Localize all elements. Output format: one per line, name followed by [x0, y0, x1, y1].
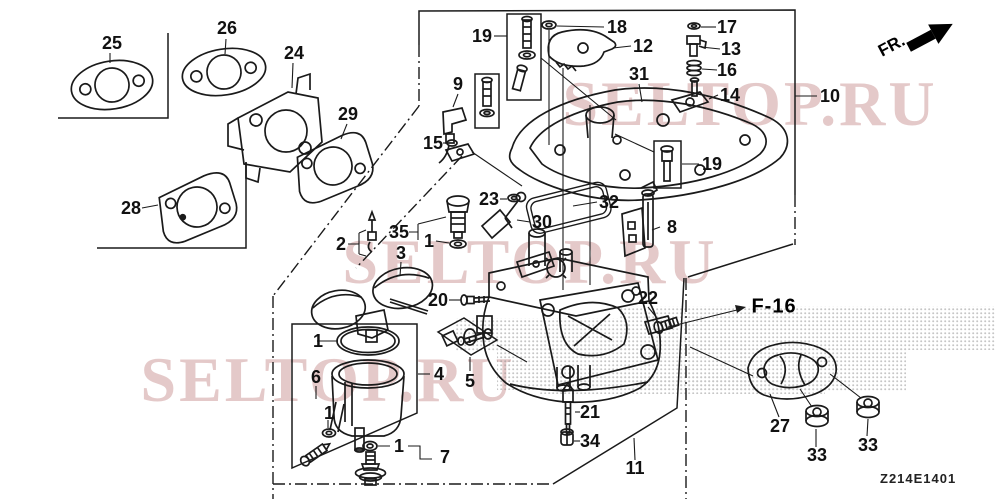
part-bolt-washer-9box — [479, 76, 495, 118]
callout-24: 24 — [283, 43, 305, 63]
part-nut-33a — [805, 404, 829, 428]
part-top-cover-31 — [508, 87, 789, 202]
part-bolt-set-19-left — [511, 15, 536, 92]
assembly-box-10 — [272, 9, 796, 499]
part-spring-16 — [686, 59, 702, 77]
part-float-3 — [310, 266, 434, 343]
part-float-bowl-4 — [329, 359, 405, 453]
watermark-text: SELTOP.RU — [140, 344, 516, 415]
part-stop-screw-14 — [670, 77, 710, 114]
callout-34: 34 — [579, 431, 601, 451]
part-gasket-26 — [181, 47, 267, 97]
callout-11: 11 — [625, 458, 645, 478]
callout-1: 1 — [312, 331, 324, 351]
callout-9: 9 — [452, 74, 464, 94]
halftone-texture — [455, 306, 995, 394]
callout-32: 32 — [598, 192, 620, 212]
callout-7: 7 — [439, 447, 451, 467]
callout-17: 17 — [716, 17, 738, 37]
part-joint-plate-15 — [444, 139, 476, 163]
callout-1: 1 — [323, 403, 335, 423]
part-vent-tube-8 — [621, 180, 659, 258]
callout-28: 28 — [120, 198, 142, 218]
callout-22: 22 — [637, 288, 659, 308]
callout-25: 25 — [101, 33, 123, 53]
part-cover-gasket-32 — [525, 181, 612, 234]
part-group-boxes — [58, 13, 682, 470]
part-nut-33b — [856, 395, 880, 419]
callout-2: 2 — [335, 234, 347, 254]
part-gasket-29 — [296, 131, 374, 204]
callout-19: 19 — [701, 154, 723, 174]
part-nozzle-34 — [560, 428, 574, 446]
part-nut-17 — [687, 22, 701, 30]
callout-10: 10 — [819, 86, 841, 106]
part-drain-bolt-7 — [354, 451, 387, 486]
callout-20: 20 — [427, 290, 449, 310]
callout-23: 23 — [478, 189, 500, 209]
f16-reference-label: F-16 — [751, 295, 797, 318]
callout-19: 19 — [471, 26, 493, 46]
part-gasket-28 — [158, 172, 238, 244]
part-pin-arm-30 — [480, 191, 527, 240]
part-main-jet-21 — [561, 381, 575, 434]
part-holder-13 — [686, 35, 707, 57]
part-nut-18 — [541, 20, 557, 30]
part-bowl-gasket-1 — [336, 326, 400, 356]
leader-lines — [109, 25, 869, 461]
callout-31: 31 — [628, 64, 650, 84]
part-insulator-27 — [747, 341, 838, 400]
callout-27: 27 — [769, 416, 791, 436]
callout-26: 26 — [216, 18, 238, 38]
part-drain-screw-6 — [299, 442, 332, 467]
part-valve-seat-35 — [446, 195, 470, 249]
part-fuel-joint-9 — [438, 107, 468, 164]
callout-14: 14 — [719, 85, 741, 105]
part-bolt-19-right — [660, 145, 674, 182]
diagram-code: Z214E1401 — [880, 471, 957, 486]
callout-30: 30 — [531, 212, 553, 232]
callout-29: 29 — [337, 104, 359, 124]
part-washer-1c — [321, 428, 337, 438]
watermark-text: SELTOP.RU — [562, 68, 938, 139]
part-pilot-screw-22 — [653, 316, 680, 335]
part-screw-set-5 — [441, 328, 493, 348]
callout-33: 33 — [806, 445, 828, 465]
callout-1: 1 — [393, 436, 405, 456]
part-bracket-24 — [227, 72, 323, 184]
callout-35: 35 — [388, 222, 410, 242]
part-float-needle-2 — [367, 209, 377, 253]
fr-arrow-icon — [906, 23, 953, 52]
callout-5: 5 — [464, 371, 476, 391]
callout-13: 13 — [720, 39, 742, 59]
callout-21: 21 — [579, 402, 601, 422]
part-washer-1d — [362, 440, 378, 452]
callout-33: 33 — [857, 435, 879, 455]
callout-18: 18 — [606, 17, 628, 37]
callout-15: 15 — [422, 133, 444, 153]
callout-12: 12 — [632, 36, 654, 56]
callout-3: 3 — [395, 243, 407, 263]
callout-1: 1 — [423, 231, 435, 251]
callout-6: 6 — [310, 367, 322, 387]
callout-16: 16 — [716, 60, 738, 80]
part-pin-screw-20 — [460, 294, 491, 306]
part-gasket-25 — [70, 59, 154, 111]
callout-4: 4 — [433, 364, 445, 384]
callout-8: 8 — [666, 217, 678, 237]
part-cam-12 — [547, 28, 617, 72]
